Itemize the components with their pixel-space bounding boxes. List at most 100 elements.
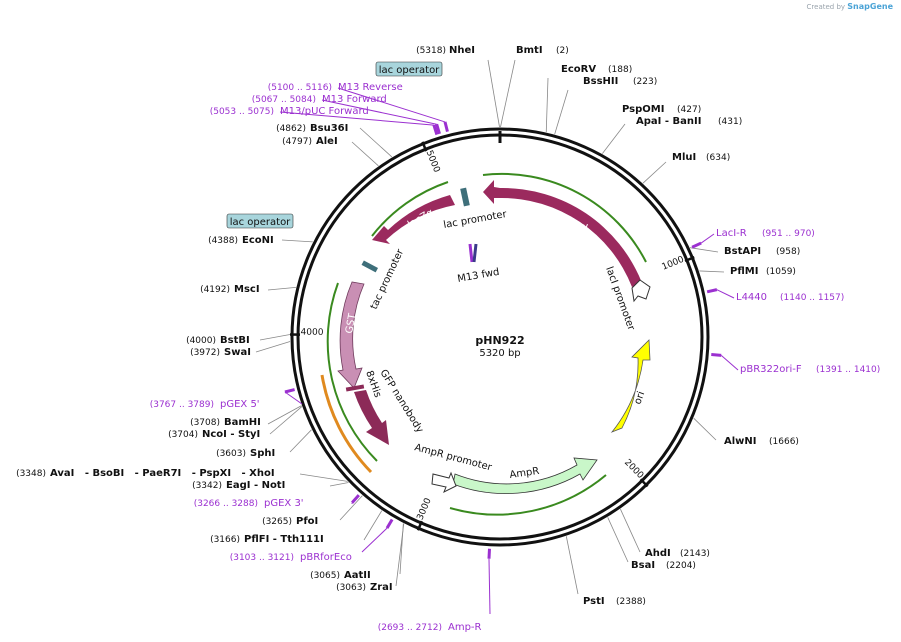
lac-operator-box-top: lac operator [375,61,443,77]
primer-marks [279,87,739,615]
primer-range-ampr: (2693 .. 2712) [378,623,442,633]
leader-line [620,508,641,553]
primer-leader [488,558,491,615]
leader-line [359,127,393,158]
primer-leader [337,87,446,123]
enzyme-bstbi: BstBI [220,335,250,346]
ori-arrow [610,339,651,433]
tick-label-1000: 1000 [661,255,686,273]
enzyme-alwni: AlwNI [724,436,757,447]
primer-pgex5: pGEX 5' [220,399,260,410]
feature-arrows [337,180,651,494]
enzyme-pos-avai: (3348) [16,469,46,479]
m13-fwd-marker [468,243,474,263]
lac-operator-box-left: lac operator [226,213,294,229]
ampR-promoter-label: AmpR promoter [413,442,493,473]
enzyme-pfoi: PfoI [296,516,318,527]
primer-labels: (5100 .. 5116) M13 Reverse (5067 .. 5084… [150,82,881,633]
primer-ampr: Amp-R [448,622,482,633]
lac-operator-text-left: lac operator [230,217,291,228]
enzyme-psti: PstI [583,596,605,607]
lacZa-guide-arc [371,181,449,237]
primer-mark [284,388,295,394]
enzyme-mlui: MluI [672,152,696,163]
enzyme-pos-psti: (2388) [616,597,646,607]
primer-m13puc: M13/pUC Forward [280,106,369,117]
enzyme-econi: EcoNI [242,235,274,246]
enzyme-pos-bstapi: (958) [776,247,800,257]
primer-mark [432,124,439,136]
leader-line [299,473,348,482]
leader-line [699,270,725,273]
snapgene-credit: Created by SnapGene [807,2,893,11]
leader-line [329,482,349,487]
enzyme-pos-econi: (4388) [208,236,238,246]
leader-line [267,405,302,425]
leader-line [642,161,667,184]
primer-range-pbr322ori: (1391 .. 1410) [816,365,880,375]
enzyme-zrai: ZraI [370,582,393,593]
ampR-arrow [452,457,598,494]
enzyme-pos-mlui: (634) [706,153,730,163]
enzyme-pos-alwni: (1666) [769,437,799,447]
backbone-outer [290,127,710,547]
enzyme-apai: ApaI - BanII [636,116,701,127]
snapgene-logo: SnapGene [847,2,893,11]
enzyme-avai: AvaI - BsoBI - PaeR7I - PspXI - XhoI [50,468,275,479]
leader-line [487,59,500,128]
primer-laci-r: LacI-R [716,228,747,239]
enzyme-nhei: NheI [449,45,475,56]
enzyme-ncoi: NcoI - StyI [202,429,260,440]
lacZa-arrow [372,195,455,244]
enzyme-pos-pflfi: (3166) [210,535,240,545]
primer-mark [351,494,360,504]
enzyme-ecorv: EcoRV [561,64,596,75]
primer-leader [720,354,739,371]
enzyme-eagi: EagI - NotI [226,480,285,491]
primer-range-laci-r: (951 .. 970) [762,229,815,239]
enzyme-pos-aatii: (3065) [310,571,340,581]
primer-range-pbrforeco: (3103 .. 3121) [230,553,294,563]
primer-pbrforeco: pBRforEco [300,552,352,563]
leader-line [689,247,719,253]
enzyme-bamhi: BamHI [224,417,261,428]
enzyme-pos-bmti: (2) [556,46,569,56]
leader-line [363,510,383,541]
gst-label: GST [344,312,358,335]
primer-mark [706,288,718,294]
tick-label-4000: 4000 [301,328,324,338]
enzyme-pos-ncoi: (3704) [168,430,198,440]
ori-label: ori [632,390,647,406]
enzyme-ahdi: AhdI [645,548,671,559]
primer-mark [443,121,449,132]
leader-line [267,286,296,291]
lac-promoter-label: lac promoter [443,209,509,231]
leader-line [281,239,313,243]
enzyme-bsai: BsaI [631,560,655,571]
enzyme-pos-bsshii: (223) [633,77,657,87]
enzyme-pos-alei: (4797) [282,137,312,147]
enzyme-pos-bsai: (2204) [666,561,696,571]
enzyme-bsu36i: Bsu36I [310,123,348,134]
plasmid-name: pHN922 [475,334,524,347]
primer-pbr322ori: pBR322ori-F [740,364,802,375]
enzyme-labels: (5318) NheI BmtI (2) EcoRV (188) BssHII … [16,45,800,607]
enzyme-leaders [255,59,725,595]
gfp-arrow [354,390,389,445]
leader-line [259,334,291,341]
enzyme-pos-bsu36i: (4862) [276,124,306,134]
primer-mark [711,353,722,357]
enzyme-pos-swai: (3972) [190,348,220,358]
m13-fwd-marker-2 [472,243,478,263]
enzyme-alei: AleI [316,136,338,147]
tick-2000 [639,478,649,488]
enzyme-pos-ahdi: (2143) [680,549,710,559]
tick-label-2000: 2000 [622,458,645,482]
gst-arrow [337,281,365,389]
enzyme-pos-apai: (431) [718,117,742,127]
lacI-promoter-arrow [631,279,651,303]
primer-mark [691,241,702,249]
enzyme-pos-ecorv: (188) [608,65,632,75]
leader-line [554,89,569,135]
